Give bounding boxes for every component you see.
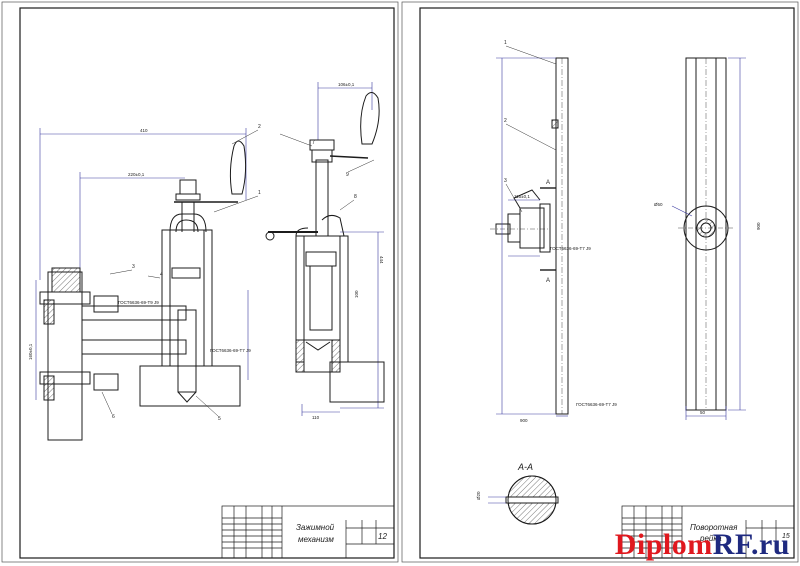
- sheet2-title-line2: рейка: [699, 534, 722, 543]
- dim-total-length: 900: [520, 418, 528, 423]
- dim-base-width: 110: [312, 415, 320, 420]
- section-label: А-А: [517, 462, 533, 472]
- sheet1-callout-3: 3: [132, 264, 135, 270]
- rail-front-view: [678, 57, 734, 411]
- sheet2-tolerance-note-2: ГОСТ6636-69-T7 J9: [576, 402, 617, 407]
- watermark-logo: DiplomRF.ru: [615, 528, 790, 562]
- sheet2-dim-labels: 900 900 50 Ø50 115±0,1 Ø20 ГОСТ6636-69-T…: [476, 194, 761, 500]
- sheet2-frame-outer: [401, 1, 799, 563]
- sheet1-sheet-number: 12: [378, 532, 387, 541]
- sheet2-callout-3: 3: [504, 178, 507, 184]
- sheet1-callout-4: 4: [160, 272, 163, 278]
- sheet-clamping-mechanism: 410 220±0,1 106±0,1 444 160±0,1 110 100 …: [1, 1, 399, 563]
- section-mark-top: А: [546, 180, 550, 186]
- sheet1-callout-9: 9: [346, 172, 349, 178]
- sheet1-frame-outer: [1, 1, 399, 563]
- dim-arm-reach: 220±0,1: [128, 172, 145, 177]
- dim-top-width: 106±0,1: [338, 82, 355, 87]
- sheet2-title-block: [621, 505, 795, 559]
- sheet1-callout-7: 7: [312, 140, 315, 146]
- sheet2-title-line1: Поворотная: [690, 523, 738, 532]
- front-view: [39, 140, 247, 441]
- tolerance-note-1: ГОСТ6636-69-T9 J9: [118, 300, 159, 305]
- sheet1-callout-2: 2: [258, 124, 261, 130]
- dim-overall-width: 410: [140, 128, 148, 133]
- sheet2-callout-1: 1: [504, 40, 507, 46]
- watermark-part1: Diplom: [614, 528, 713, 561]
- tolerance-note-2: ГОСТ6636-69-T7 J9: [210, 348, 251, 353]
- sheet-turning-rail: А А: [401, 1, 799, 563]
- dim-block-width: 115±0,1: [514, 194, 530, 199]
- dim-rail-height: 900: [756, 222, 761, 230]
- dim-bar-width: 50: [700, 410, 706, 415]
- sheet1-callouts: [101, 129, 375, 417]
- sheet2-frame-inner: [419, 7, 795, 559]
- sheet1-dim-labels: 410 220±0,1 106±0,1 444 160±0,1 110 100 …: [28, 82, 384, 420]
- section-mark-bottom: А: [546, 278, 550, 284]
- section-marks: А А: [546, 180, 550, 284]
- dim-right-height: 444: [379, 256, 384, 264]
- sheet1-title-line1: Зажимной: [296, 523, 335, 532]
- sheet2-callouts: [505, 45, 557, 213]
- side-view: [265, 92, 385, 403]
- section-a-a: [488, 475, 559, 525]
- sheet1-callout-1: 1: [258, 190, 261, 196]
- sheet2-callout-2: 2: [504, 118, 507, 124]
- sheet2-tolerance-note-1: ГОСТ6636-69-T7 J9: [550, 246, 591, 251]
- sheet1-callout-5: 5: [218, 416, 221, 422]
- dim-left-height: 160±0,1: [28, 343, 33, 360]
- dim-inner-height: 100: [354, 290, 359, 298]
- watermark-part2: RF.ru: [712, 528, 790, 561]
- dim-section-offset: Ø20: [476, 491, 481, 500]
- sheet1-callout-6: 6: [112, 414, 115, 420]
- sheet1-title-line2: механизм: [298, 535, 334, 544]
- sheet1-frame-inner: [19, 7, 395, 559]
- sheet1-title-block: [221, 505, 395, 559]
- sheet2-dimensions: [496, 57, 746, 420]
- sheet2-sheet-number: 15: [782, 533, 790, 540]
- sheet1-callout-8: 8: [354, 194, 357, 200]
- dim-diameter: Ø50: [654, 202, 663, 207]
